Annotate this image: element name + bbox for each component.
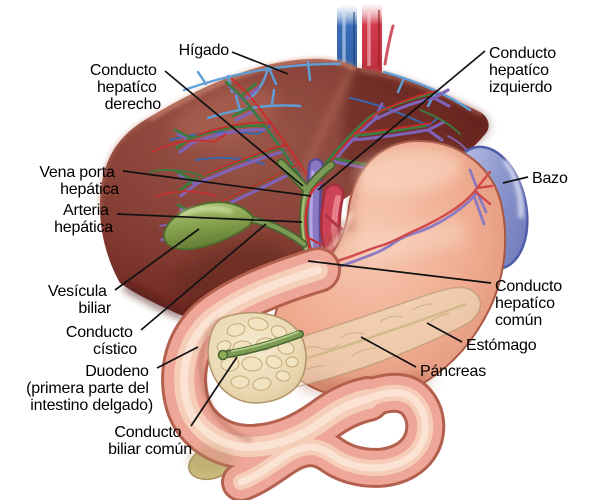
leader-conducto-hepatico-izquierdo	[317, 50, 486, 191]
leader-conducto-hepatico-comun	[307, 260, 492, 284]
leader-lines	[114, 50, 529, 427]
gastric-vessels	[322, 168, 494, 270]
label-pancreas: Páncreas	[420, 363, 486, 380]
ampulla	[217, 349, 229, 361]
label-conducto-hepatico-izquierdo: Conducto hepatíco izquierdo	[489, 45, 560, 96]
leader-arteria-hepatica	[116, 213, 303, 223]
label-conducto-hepatico-comun: Conducto hepatíco común	[495, 278, 566, 329]
leader-vesicula-biliar	[114, 228, 200, 291]
leader-duodeno	[156, 346, 199, 369]
aorta	[362, 2, 395, 78]
label-vena-porta-hepatica: Vena porta hepática	[39, 164, 119, 198]
leader-conducto-cistico	[140, 223, 267, 331]
label-bazo: Bazo	[532, 170, 568, 187]
label-arteria-hepatica: Arteria hepática	[54, 202, 113, 236]
label-higado: Hígado	[179, 42, 230, 59]
label-conducto-biliar-comun: Conducto biliar común	[108, 424, 192, 458]
duodenum	[161, 247, 446, 500]
inferior-vena-cava	[337, 4, 357, 78]
artery-branches-red	[196, 78, 438, 212]
duodenum-inner-crease	[199, 318, 252, 442]
label-estomago: Estómago	[466, 337, 537, 354]
portal-veins-navy	[169, 97, 439, 165]
labels: Hígado Conducto hepatíco derecho Conduct…	[26, 42, 568, 458]
common-bile-duct	[217, 330, 304, 361]
label-vesicula-biliar: Vesícula biliar	[48, 283, 112, 317]
leader-pancreas	[360, 336, 417, 368]
label-conducto-hepatico-derecho: Conducto hepatíco derecho	[90, 62, 161, 113]
artery-branch-icon	[383, 24, 395, 66]
leader-conducto-biliar-comun	[190, 356, 238, 427]
leader-vena-porta-hepatica	[122, 170, 312, 197]
label-conducto-cistico: Conducto cístico	[66, 324, 137, 358]
liver-vessels	[149, 60, 473, 242]
leader-bazo	[502, 176, 529, 184]
leader-conducto-hepatico-derecho	[164, 70, 304, 187]
leader-higado	[231, 51, 289, 75]
gallbladder	[163, 201, 308, 251]
leader-estomago	[426, 322, 463, 343]
label-duodeno: Duodeno (primera parte del intestino del…	[26, 363, 153, 414]
